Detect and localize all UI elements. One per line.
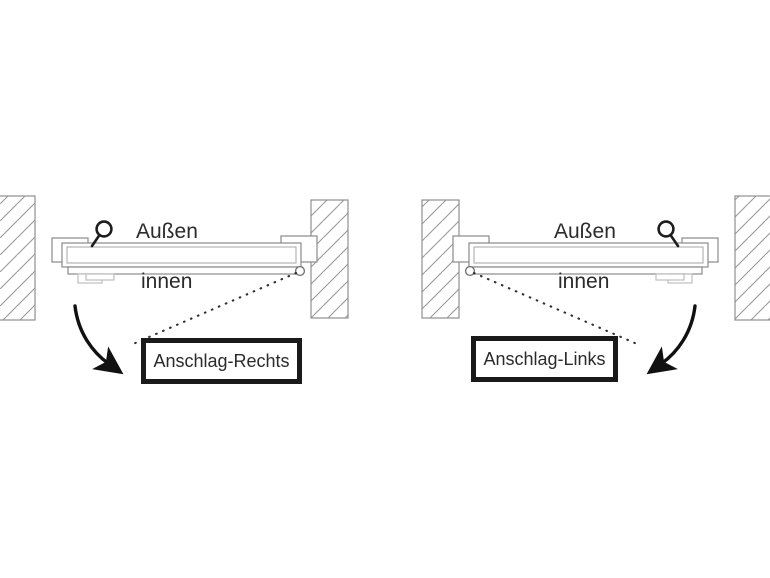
callout-box-anschlag-links-label: Anschlag-Links — [483, 349, 606, 369]
label-innen-left: innen — [141, 270, 193, 293]
label-innen-right: innen — [558, 270, 610, 293]
wall-left-outer — [0, 195, 36, 321]
panel-right-anschlag-links — [421, 195, 770, 375]
label-aussen-left: Außen — [136, 220, 198, 243]
callout-box-anschlag-rechts[interactable]: Anschlag-Rechts — [141, 338, 302, 384]
wall-right-outer-2 — [734, 195, 770, 321]
label-aussen-right: Außen — [554, 220, 616, 243]
hinge-leader-dotted-left — [131, 271, 298, 346]
hinge-pivot-right-panel — [464, 265, 476, 277]
hinge-pivot-left-panel — [294, 265, 306, 277]
panel-left-anschlag-rechts — [0, 195, 349, 375]
swing-arrow-right — [646, 304, 697, 375]
door-handle-icon-left — [90, 220, 113, 248]
door-handle-icon-right — [657, 220, 680, 248]
door-frame-assembly-right — [452, 235, 719, 284]
callout-box-anschlag-rechts-label: Anschlag-Rechts — [153, 351, 290, 371]
swing-arrow-left — [73, 304, 124, 375]
hinge-leader-dotted-right — [472, 271, 639, 346]
door-frame-assembly-left — [51, 235, 318, 284]
callout-box-anschlag-links[interactable]: Anschlag-Links — [471, 336, 618, 382]
